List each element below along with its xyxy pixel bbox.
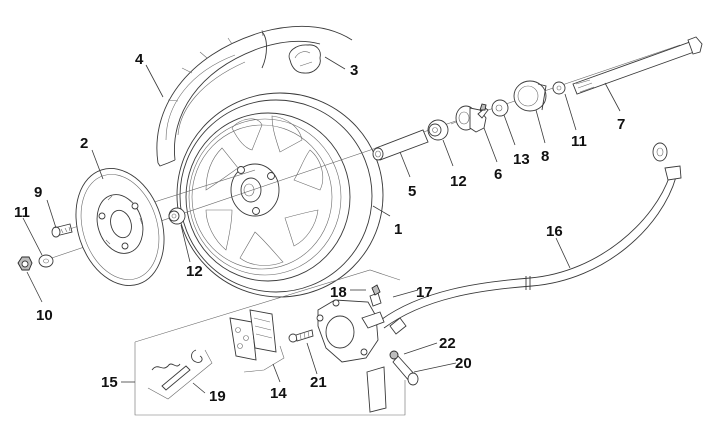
callout-9: 9 — [34, 184, 42, 201]
callout-13: 13 — [513, 151, 530, 168]
dust-seal — [491, 99, 509, 117]
callout-17: 17 — [416, 284, 433, 301]
callout-21: 21 — [310, 374, 327, 391]
bearing-left — [168, 207, 186, 225]
callout-15: 15 — [101, 374, 118, 391]
callout-22: 22 — [439, 335, 456, 352]
front-axle — [572, 36, 703, 95]
callout-14: 14 — [270, 385, 287, 402]
caliper-assembly-outline — [134, 269, 406, 416]
callout-10: 10 — [36, 307, 53, 324]
fender-clip — [288, 44, 321, 74]
pad-pin-kit — [147, 349, 213, 400]
speedometer-gear-box — [450, 103, 489, 133]
callout-3: 3 — [350, 62, 358, 79]
axle-spacer-collar — [372, 129, 429, 161]
callout-11-left: 11 — [14, 204, 30, 221]
brake-pads — [229, 309, 285, 373]
washer-left — [38, 254, 54, 268]
callout-labels: 1 2 3 4 5 6 7 8 9 10 11 11 12 12 13 14 1… — [14, 51, 625, 405]
disc-bolt — [51, 223, 73, 238]
bearing-right — [427, 119, 449, 141]
brake-disc — [75, 168, 165, 286]
callout-1: 1 — [394, 221, 402, 238]
callout-12-left: 12 — [186, 263, 203, 280]
side-collar — [513, 80, 547, 112]
callout-20: 20 — [455, 355, 472, 372]
caliper-bolt — [288, 329, 314, 343]
callout-8: 8 — [541, 148, 549, 165]
callout-6: 6 — [494, 166, 502, 183]
wheel-rim-tire — [176, 92, 384, 298]
callout-12-right: 12 — [450, 173, 467, 190]
leader-lines — [22, 56, 621, 394]
callout-19: 19 — [209, 388, 226, 405]
callout-7: 7 — [617, 116, 625, 133]
brake-hose — [377, 142, 682, 335]
banjo-bolt — [389, 350, 419, 386]
callout-11-right: 11 — [571, 133, 587, 150]
axle-nut — [17, 256, 33, 271]
bleeder-valve — [369, 284, 382, 307]
callout-2: 2 — [80, 135, 88, 152]
callout-18: 18 — [330, 284, 347, 301]
brake-caliper — [316, 299, 387, 413]
callout-5: 5 — [408, 183, 416, 200]
callout-4: 4 — [135, 51, 144, 68]
front-fender — [156, 26, 353, 167]
washer-right — [552, 81, 566, 95]
callout-16: 16 — [546, 223, 563, 240]
